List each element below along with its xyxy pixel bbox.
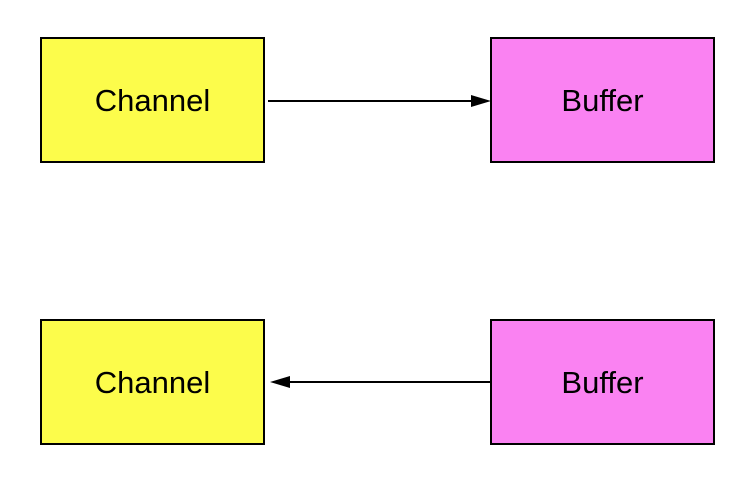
- channel-label-bottom: Channel: [94, 364, 211, 400]
- buffer-label-bottom: Buffer: [561, 364, 644, 400]
- channel-box-bottom: Channel: [40, 319, 265, 445]
- buffer-box-top: Buffer: [490, 37, 715, 163]
- channel-label-top: Channel: [94, 82, 211, 118]
- buffer-label-top: Buffer: [561, 82, 644, 118]
- arrow-left-icon: [270, 376, 490, 388]
- arrow-right-icon: [268, 95, 491, 107]
- buffer-box-bottom: Buffer: [490, 319, 715, 445]
- channel-box-top: Channel: [40, 37, 265, 163]
